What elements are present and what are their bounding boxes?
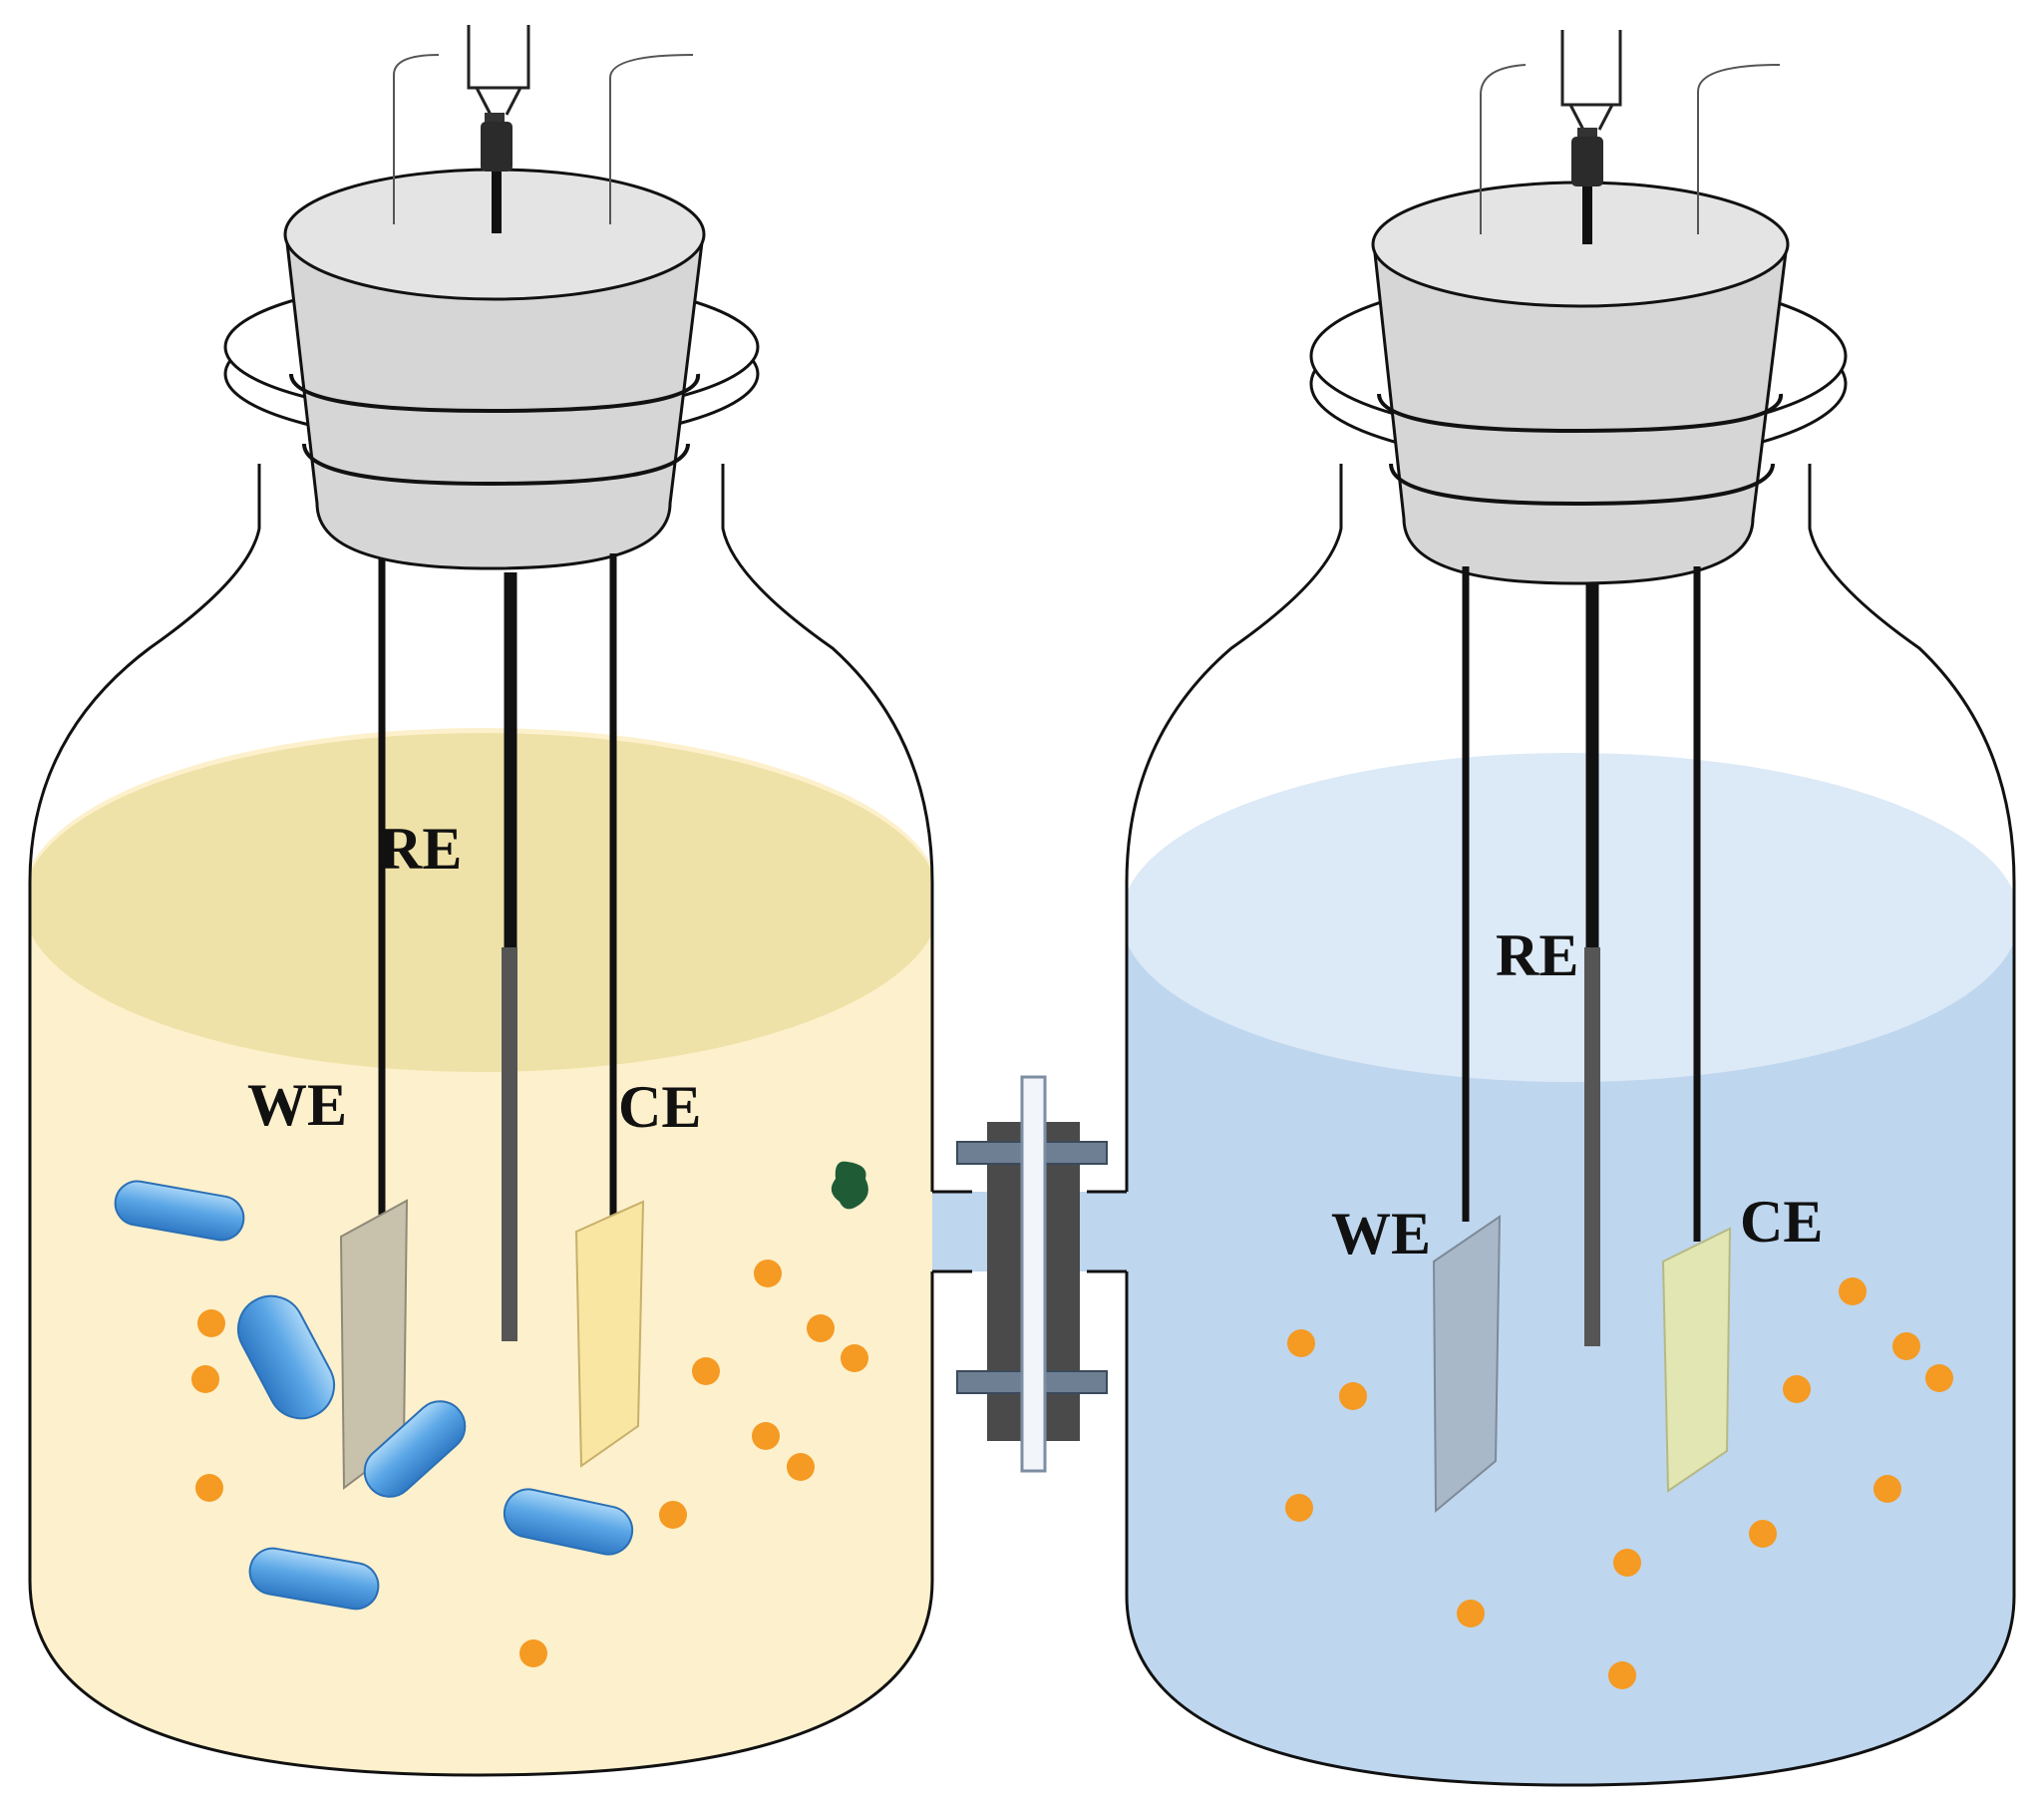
particle-icon xyxy=(752,1422,780,1450)
left-stopper xyxy=(283,168,706,570)
particle-icon xyxy=(1749,1520,1777,1548)
particle-icon xyxy=(841,1344,868,1372)
left-electrodes xyxy=(339,553,645,1490)
membrane-icon xyxy=(1020,1075,1047,1473)
bacterium-icon xyxy=(114,1180,245,1242)
left-re-label: RE xyxy=(379,816,462,882)
right-cell: RE WE CE xyxy=(1125,30,2016,1787)
right-electrolyte-surface xyxy=(1127,753,2014,1082)
left-ce-plate xyxy=(574,1200,645,1468)
left-electrolyte-surface xyxy=(30,733,932,1072)
particle-icon xyxy=(1339,1382,1367,1410)
left-electrolyte xyxy=(30,728,932,1775)
right-re-rod xyxy=(1584,947,1600,1346)
left-re-rod xyxy=(502,947,517,1341)
particle-icon xyxy=(1285,1494,1313,1522)
particle-icon xyxy=(1839,1277,1867,1305)
right-jar-outline xyxy=(1125,464,2016,1787)
salt-bridge-connector xyxy=(932,1075,1127,1473)
bacteria-group xyxy=(114,1180,634,1611)
particle-icon xyxy=(1613,1549,1641,1577)
right-ce-plate xyxy=(1661,1227,1732,1493)
bacterium-icon xyxy=(248,1547,380,1611)
left-electrode-leads xyxy=(393,25,694,233)
left-we-label: WE xyxy=(247,1072,347,1138)
particle-icon xyxy=(197,1309,225,1337)
right-stopper xyxy=(1371,181,1790,585)
particle-icon xyxy=(191,1365,219,1393)
left-re-connector xyxy=(481,122,512,172)
left-jar-outline xyxy=(28,464,934,1777)
particle-icon xyxy=(1892,1332,1920,1360)
right-ce-label: CE xyxy=(1740,1189,1823,1255)
particle-icon xyxy=(787,1453,815,1481)
algae-icon xyxy=(831,1161,868,1210)
right-re-label: RE xyxy=(1496,922,1578,988)
right-electrodes xyxy=(1432,566,1732,1514)
particle-icon xyxy=(692,1357,720,1385)
right-particles xyxy=(1285,1277,1953,1689)
particle-icon xyxy=(754,1260,782,1287)
left-particles xyxy=(191,1260,868,1667)
bacterium-icon xyxy=(363,1400,467,1498)
particle-icon xyxy=(519,1639,547,1667)
left-cell: RE WE CE xyxy=(28,25,934,1777)
right-we-plate xyxy=(1432,1215,1502,1514)
left-ce-label: CE xyxy=(618,1074,701,1140)
bacterium-icon xyxy=(503,1488,634,1556)
particle-icon xyxy=(195,1474,223,1502)
bacterium-icon xyxy=(236,1294,336,1420)
right-electrode-leads xyxy=(1480,30,1781,244)
particle-icon xyxy=(1608,1661,1636,1689)
particle-icon xyxy=(1457,1600,1485,1627)
particle-icon xyxy=(1287,1329,1315,1357)
particle-icon xyxy=(807,1314,835,1342)
right-electrolyte xyxy=(1127,753,2014,1785)
particle-icon xyxy=(1783,1375,1811,1403)
right-re-connector xyxy=(1571,137,1603,186)
particle-icon xyxy=(1925,1364,1953,1392)
particle-icon xyxy=(659,1501,687,1529)
particle-icon xyxy=(1874,1475,1901,1503)
right-we-label: WE xyxy=(1331,1201,1431,1266)
